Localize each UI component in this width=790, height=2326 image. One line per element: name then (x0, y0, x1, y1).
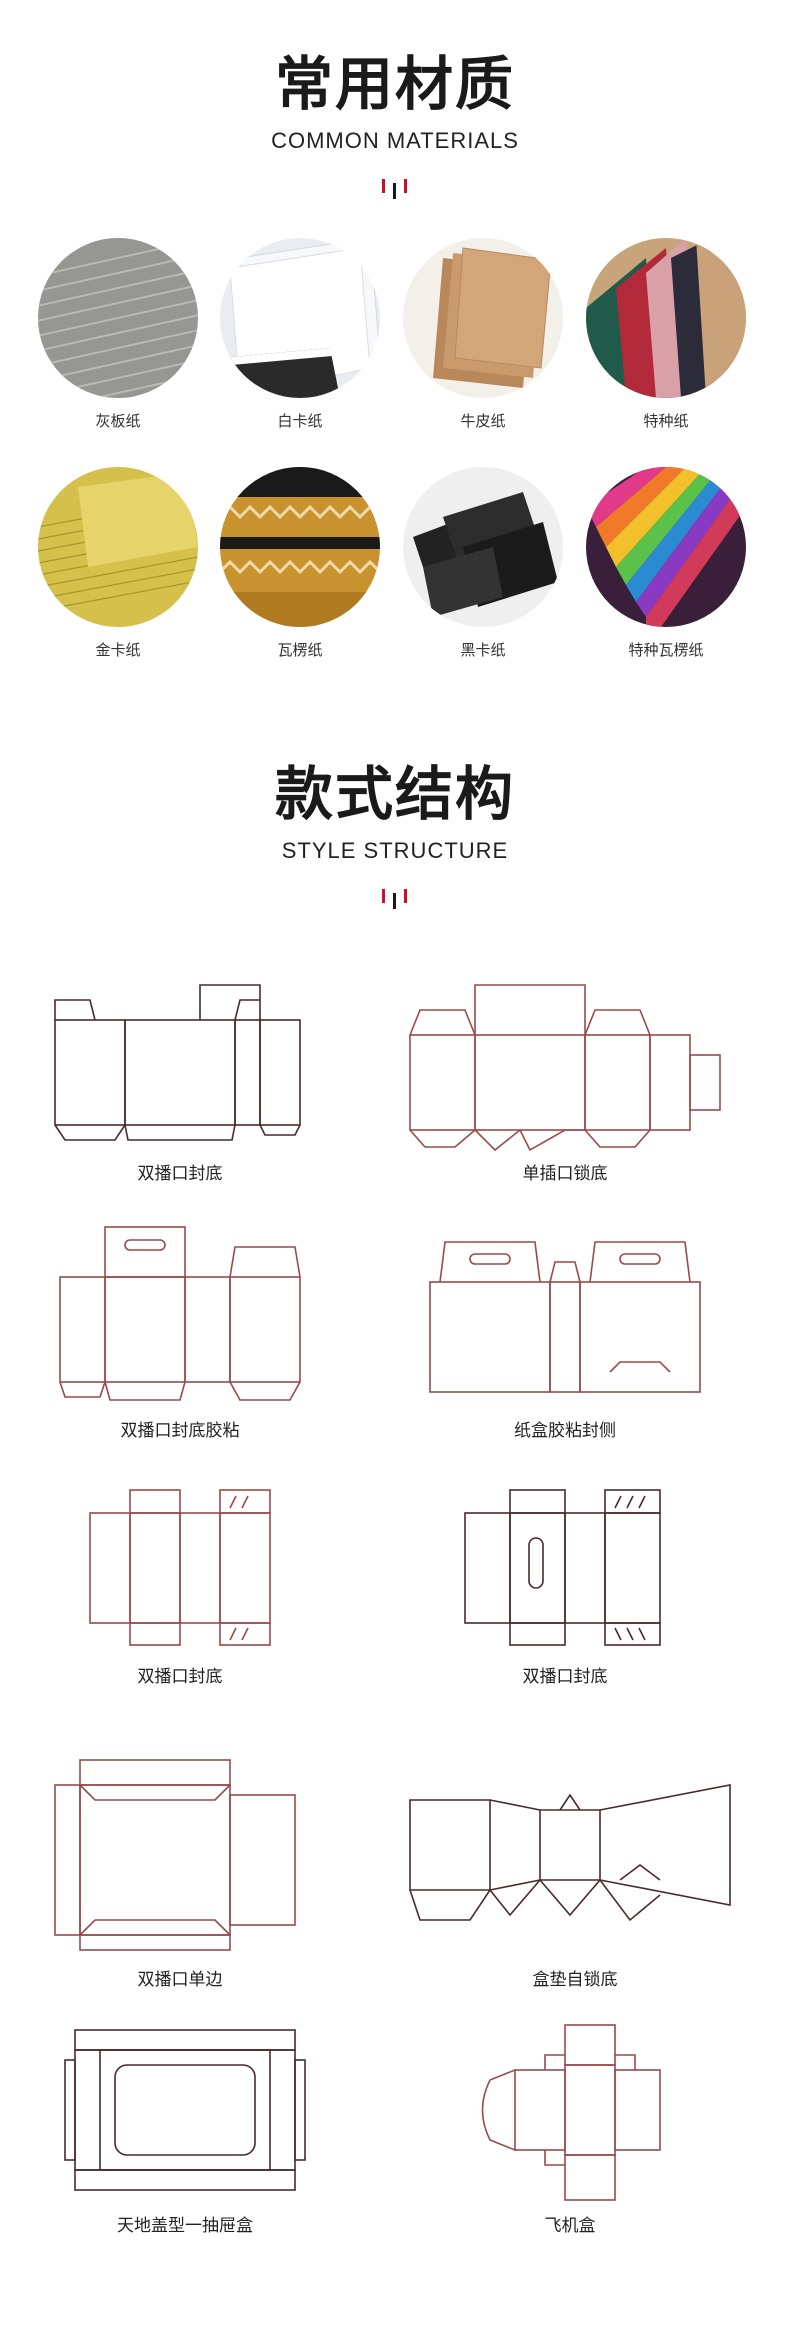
material-label: 灰板纸 (95, 412, 141, 430)
material-gray-board[interactable]: 灰板纸 (38, 238, 198, 431)
dieline-diagram (464, 1489, 661, 1646)
material-label: 瓦楞纸 (277, 641, 323, 659)
structure-label: 双播口单边 (137, 1970, 223, 1990)
structure-label: 纸盒胶粘封侧 (514, 1421, 616, 1441)
corrugated-image (220, 467, 380, 627)
structure-item[interactable]: 双播口封底 (40, 975, 320, 1184)
structures-title: 款式结构 (274, 760, 515, 828)
dieline-diagram (54, 984, 301, 1141)
special-paper-image (586, 238, 746, 398)
dieline-diagram (64, 2029, 306, 2191)
material-kraft[interactable]: 牛皮纸 (403, 238, 563, 431)
dieline-diagram (409, 1784, 731, 1922)
material-special-corrugated[interactable]: 特种瓦楞纸 (586, 467, 746, 660)
dieline-diagram (481, 2024, 661, 2201)
materials-title: 常用材质 (274, 50, 515, 118)
material-label: 特种纸 (643, 412, 689, 430)
structure-item[interactable]: 单插口锁底 (400, 975, 730, 1184)
material-label: 黑卡纸 (460, 641, 506, 659)
materials-subtitle: COMMON MATERIALS (271, 128, 519, 153)
material-label: 牛皮纸 (460, 412, 506, 430)
structure-item[interactable]: 双播口单边 (40, 1755, 320, 1990)
structure-label: 飞机盒 (544, 2216, 596, 2236)
material-black-card[interactable]: 黑卡纸 (403, 467, 563, 660)
structure-item[interactable]: 飞机盒 (450, 2020, 690, 2236)
structure-label: 单插口锁底 (522, 1164, 608, 1184)
structure-item[interactable]: 纸盒胶粘封侧 (420, 1222, 710, 1441)
divider-mark-icon (382, 179, 407, 199)
material-white-card[interactable]: 白卡纸 (220, 238, 380, 431)
white-card-image (220, 238, 380, 398)
structure-item[interactable]: 盒垫自锁底 (400, 1755, 750, 1990)
dieline-diagram (429, 1241, 701, 1393)
structures-subtitle: STYLE STRUCTURE (281, 838, 509, 863)
structure-item[interactable]: 天地盖型一抽屉盒 (60, 2020, 310, 2236)
gray-board-image (38, 238, 198, 398)
dieline-diagram (54, 1759, 296, 1951)
material-label: 白卡纸 (277, 412, 323, 430)
structure-item[interactable]: 双播口封底胶粘 (40, 1222, 320, 1441)
material-label: 金卡纸 (95, 641, 141, 659)
dieline-diagram (59, 1226, 301, 1401)
structure-label: 盒垫自锁底 (532, 1970, 618, 1990)
structure-label: 双播口封底 (137, 1164, 223, 1184)
material-gold-card[interactable]: 金卡纸 (38, 467, 198, 660)
dieline-diagram (409, 984, 721, 1152)
black-card-image (403, 467, 563, 627)
gold-card-image (38, 467, 198, 627)
structure-label: 天地盖型一抽屉盒 (117, 2216, 253, 2236)
dieline-diagram (89, 1489, 271, 1646)
material-label: 特种瓦楞纸 (628, 641, 704, 659)
divider-mark-icon (382, 889, 407, 909)
structure-label: 双播口封底 (137, 1667, 223, 1687)
material-special-paper[interactable]: 特种纸 (586, 238, 746, 431)
kraft-paper-image (403, 238, 563, 398)
structure-item[interactable]: 双播口封底 (60, 1478, 300, 1687)
structure-item[interactable]: 双播口封底 (440, 1478, 690, 1687)
special-corrugated-image (586, 467, 746, 627)
material-corrugated[interactable]: 瓦楞纸 (220, 467, 380, 660)
structure-label: 双播口封底胶粘 (120, 1421, 240, 1441)
structure-label: 双播口封底 (522, 1667, 608, 1687)
